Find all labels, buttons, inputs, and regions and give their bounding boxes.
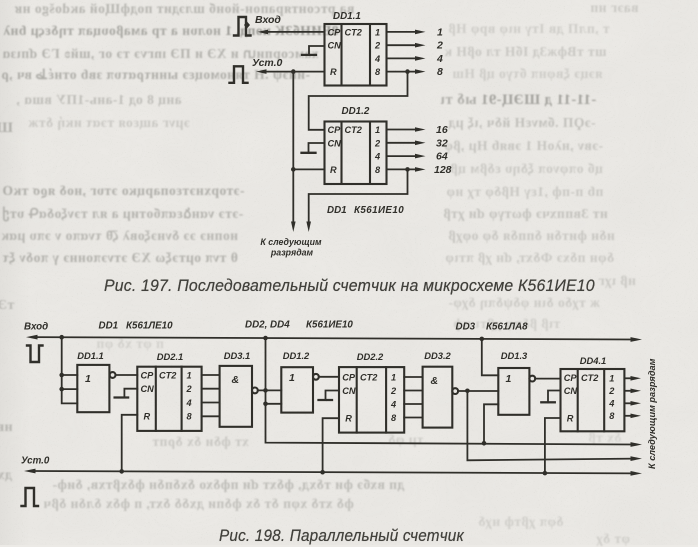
svg-text:1: 1 <box>609 374 614 384</box>
svg-text:1: 1 <box>289 372 295 384</box>
svg-text:К561ИЕ10: К561ИЕ10 <box>354 205 404 216</box>
svg-text:2: 2 <box>390 386 397 396</box>
svg-text:DD3: DD3 <box>456 322 476 333</box>
svg-text:1: 1 <box>187 370 192 380</box>
svg-text:DD1.2: DD1.2 <box>283 350 310 361</box>
svg-text:CP: CP <box>328 125 342 135</box>
svg-text:DD2.1: DD2.1 <box>157 351 184 362</box>
svg-text:4: 4 <box>186 398 192 408</box>
svg-text:32: 32 <box>436 137 448 149</box>
svg-text:R: R <box>330 165 337 175</box>
svg-text:DD1.3: DD1.3 <box>501 350 528 361</box>
svg-text:CN: CN <box>328 41 342 51</box>
svg-text:CP: CP <box>564 373 578 383</box>
svg-text:CN: CN <box>328 138 342 148</box>
svg-text:2: 2 <box>374 138 381 148</box>
svg-text:128: 128 <box>434 164 452 176</box>
svg-text:4: 4 <box>436 53 443 65</box>
svg-text:4: 4 <box>374 54 380 64</box>
svg-text:DD4.1: DD4.1 <box>580 355 607 366</box>
svg-text:64: 64 <box>436 151 448 163</box>
svg-text:&: & <box>431 375 439 387</box>
svg-text:8: 8 <box>437 66 443 78</box>
svg-text:Вход: Вход <box>24 322 48 333</box>
svg-text:CP: CP <box>141 370 155 380</box>
svg-text:1: 1 <box>375 27 380 37</box>
svg-text:DD1.1: DD1.1 <box>333 11 361 22</box>
svg-text:К561ИЕ10: К561ИЕ10 <box>306 320 353 331</box>
svg-text:CT2: CT2 <box>345 27 363 37</box>
svg-text:DD2, DD4: DD2, DD4 <box>245 320 290 331</box>
svg-text:DD3.2: DD3.2 <box>424 350 451 361</box>
svg-text:R: R <box>144 412 151 422</box>
svg-text:К561ЛЕ10: К561ЛЕ10 <box>126 321 173 332</box>
svg-text:2: 2 <box>186 384 193 394</box>
svg-text:DD1.2: DD1.2 <box>342 106 370 117</box>
svg-text:8: 8 <box>187 412 193 422</box>
svg-text:DD2.2: DD2.2 <box>357 351 384 362</box>
svg-text:CT2: CT2 <box>345 125 363 135</box>
svg-text:К следующим: К следующим <box>260 237 322 247</box>
svg-text:16: 16 <box>436 124 448 136</box>
svg-text:&: & <box>232 374 240 386</box>
svg-text:CN: CN <box>342 386 356 396</box>
svg-text:DD1: DD1 <box>327 205 347 216</box>
svg-text:CT2: CT2 <box>360 372 378 382</box>
svg-text:8: 8 <box>375 165 381 175</box>
svg-text:К561ЛА8: К561ЛА8 <box>486 322 528 333</box>
svg-text:CT2: CT2 <box>581 373 599 383</box>
svg-text:2: 2 <box>608 386 615 396</box>
svg-text:1: 1 <box>85 373 91 385</box>
svg-text:8: 8 <box>375 67 381 77</box>
svg-text:CP: CP <box>342 372 356 382</box>
svg-text:1: 1 <box>375 125 380 135</box>
svg-text:8: 8 <box>609 411 615 421</box>
svg-text:CT2: CT2 <box>159 370 177 380</box>
svg-text:1: 1 <box>391 372 396 382</box>
svg-text:8: 8 <box>391 413 397 423</box>
svg-text:R: R <box>567 413 574 423</box>
svg-text:Уст.0: Уст.0 <box>21 456 50 467</box>
svg-text:DD1.1: DD1.1 <box>77 350 104 361</box>
svg-text:1: 1 <box>437 26 443 38</box>
svg-text:CP: CP <box>328 27 342 37</box>
svg-text:1: 1 <box>506 373 512 385</box>
svg-text:Вход: Вход <box>255 14 281 26</box>
svg-text:4: 4 <box>608 399 614 409</box>
svg-text:К следующим разрядам: К следующим разрядам <box>647 358 657 469</box>
svg-text:R: R <box>345 414 352 424</box>
svg-text:4: 4 <box>390 399 396 409</box>
svg-text:2: 2 <box>374 41 381 51</box>
svg-text:4: 4 <box>374 152 380 162</box>
svg-text:CN: CN <box>564 386 578 396</box>
svg-text:CN: CN <box>141 384 155 394</box>
svg-text:Уст.0: Уст.0 <box>252 57 283 69</box>
svg-text:DD3.1: DD3.1 <box>224 350 251 361</box>
svg-text:разрядам: разрядам <box>270 248 314 258</box>
svg-text:R: R <box>330 67 337 77</box>
svg-text:2: 2 <box>436 40 443 52</box>
svg-text:DD1: DD1 <box>99 321 119 332</box>
